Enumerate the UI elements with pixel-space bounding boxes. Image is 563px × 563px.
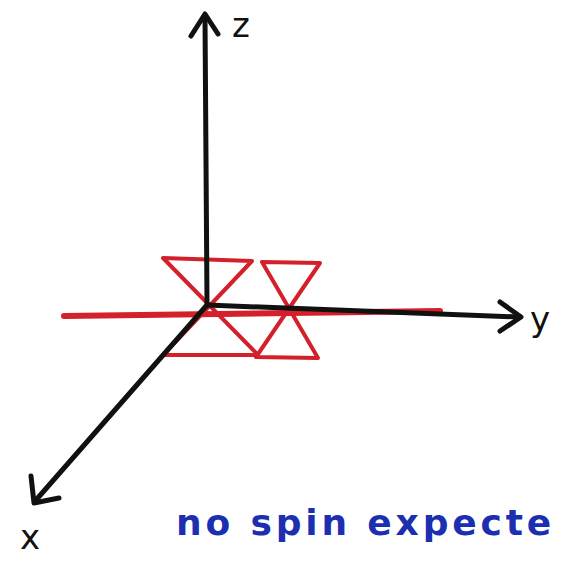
y-axis	[207, 305, 518, 317]
axis-arrowhead	[31, 476, 59, 503]
axis-arrowhead	[191, 14, 218, 36]
axis-arrowhead	[500, 302, 521, 331]
x-axis	[36, 305, 207, 500]
axis-label: y	[530, 302, 550, 336]
axis-label: z	[232, 8, 250, 42]
note-text: no spin expecte	[176, 505, 555, 541]
z-axis	[205, 18, 207, 303]
axis-label: x	[20, 520, 40, 554]
